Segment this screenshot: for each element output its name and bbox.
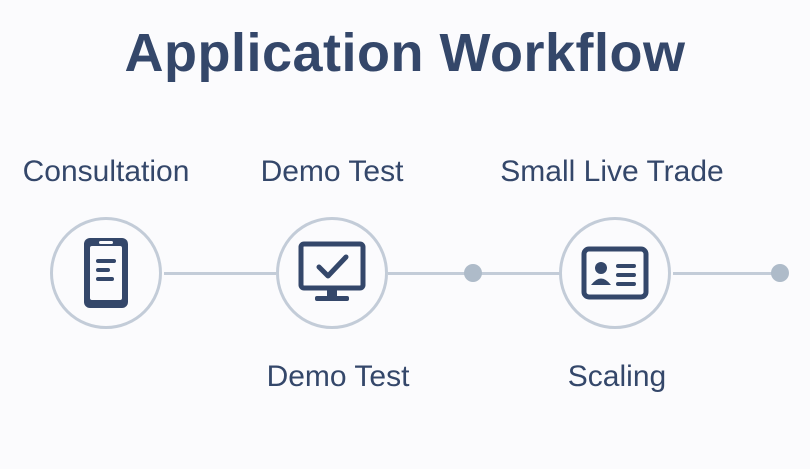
connector-dot-1 [464, 264, 482, 282]
step-label-consultation: Consultation [22, 155, 190, 188]
connector-line-3 [673, 272, 783, 275]
smartphone-icon [84, 238, 128, 308]
connector-line-1 [164, 272, 276, 275]
step-label-demo-test: Demo Test [260, 155, 404, 188]
diagram-title: Application Workflow [124, 23, 686, 83]
step-node-demo-test [276, 217, 388, 329]
connector-dot-2 [771, 264, 789, 282]
step-label-scaling: Scaling [567, 360, 667, 393]
id-card-icon [581, 246, 649, 300]
step-label-demo-test-bottom: Demo Test [266, 360, 410, 393]
step-node-small-live-trade [559, 217, 671, 329]
step-label-small-live-trade: Small Live Trade [500, 155, 724, 188]
monitor-check-icon [298, 241, 366, 301]
step-node-consultation [50, 217, 162, 329]
